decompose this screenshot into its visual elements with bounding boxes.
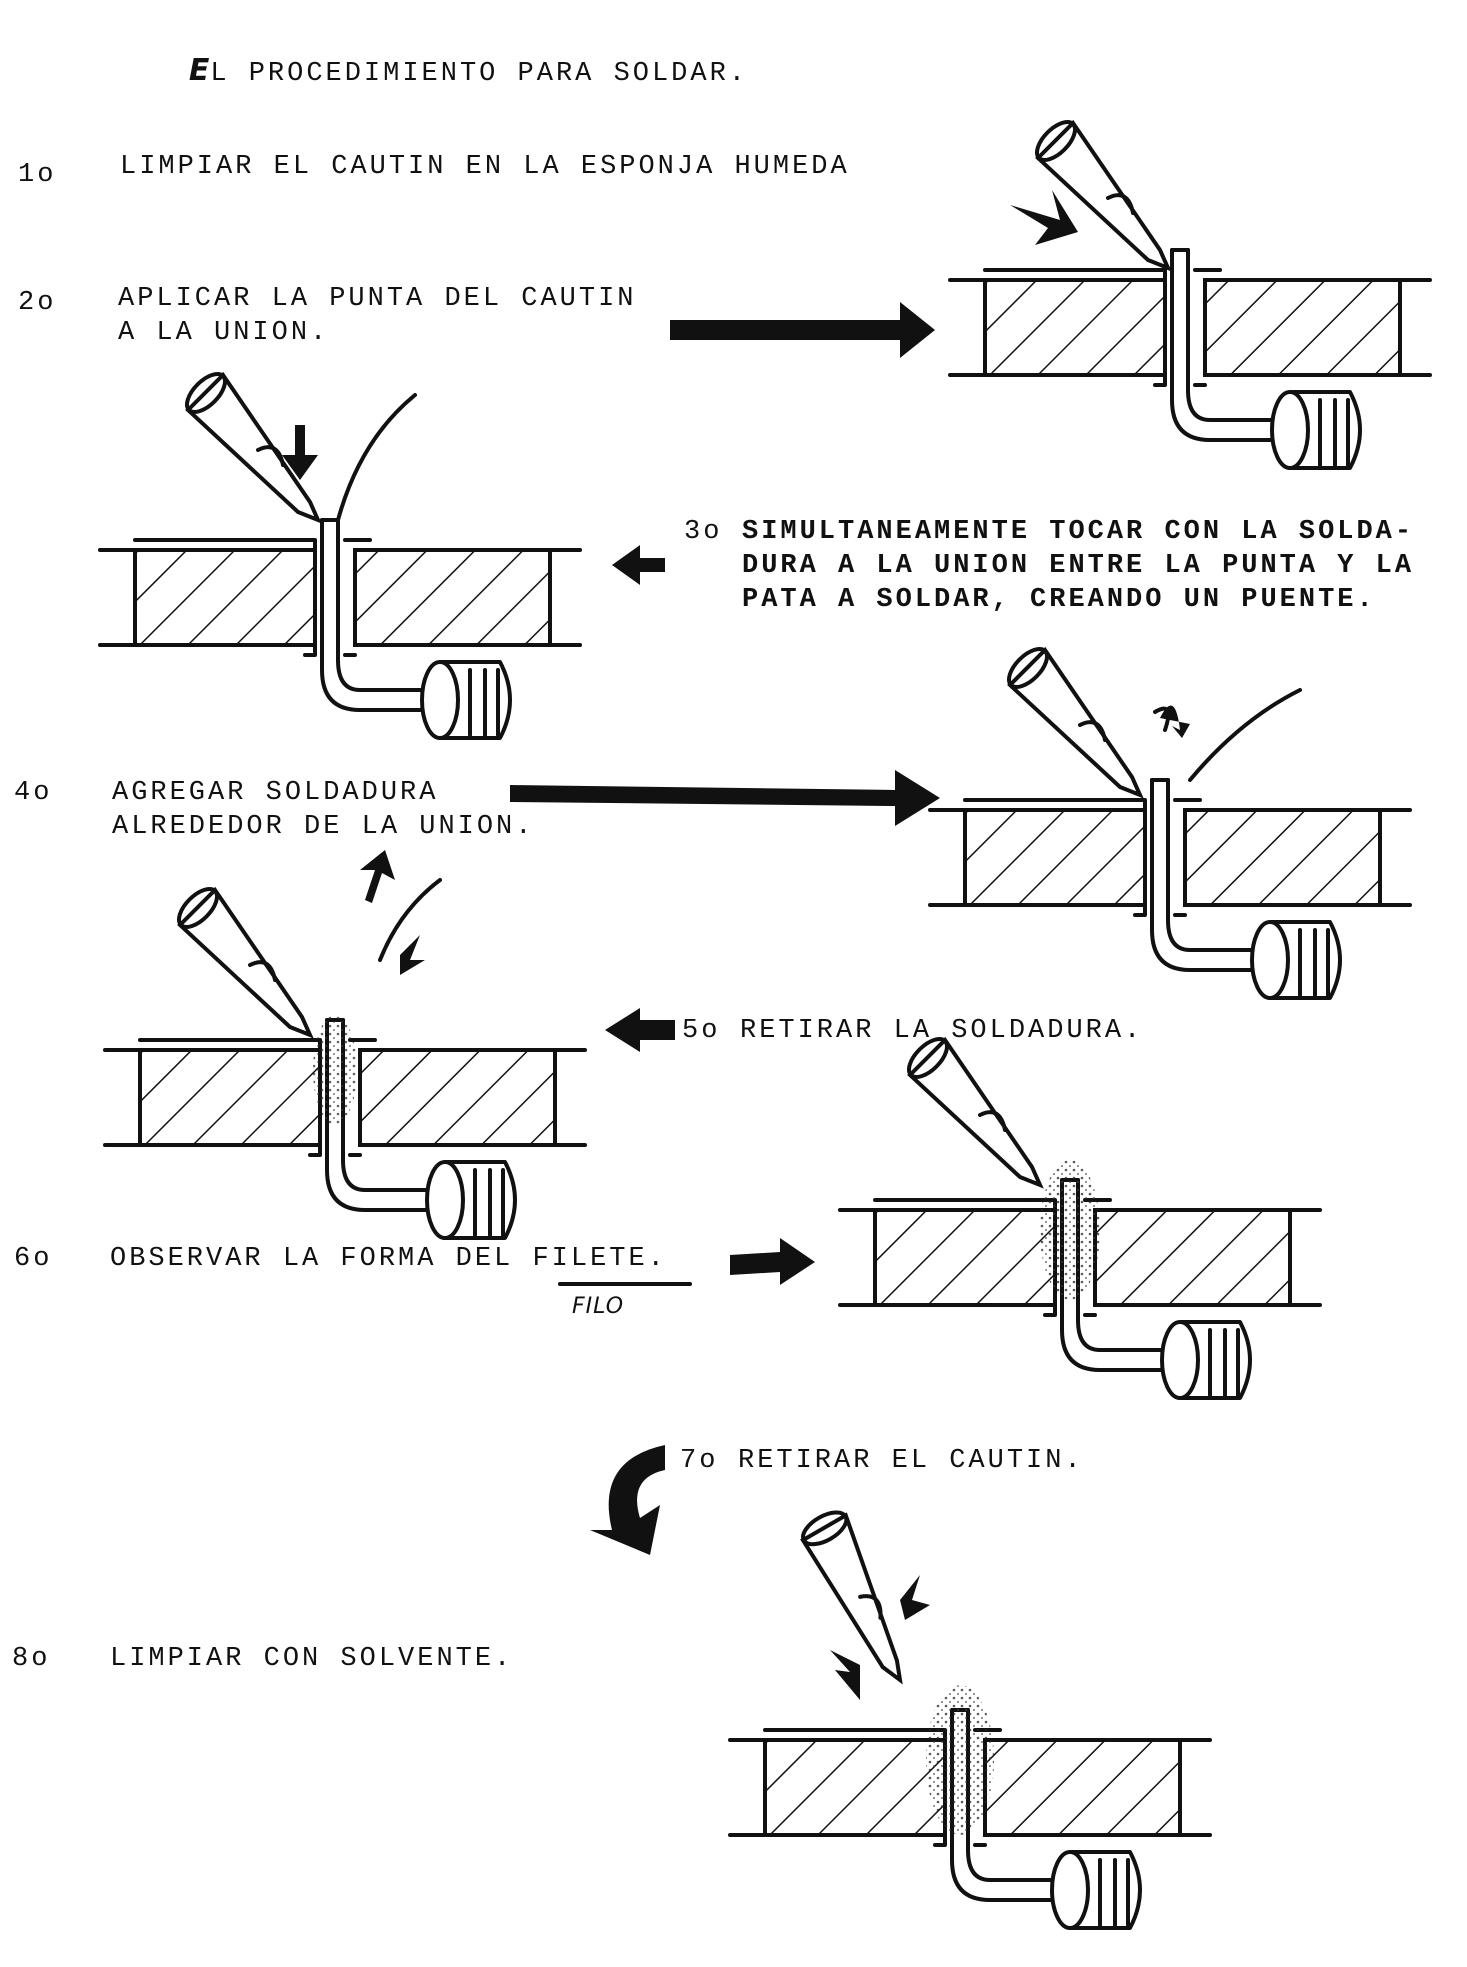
up-right-arrow-icon xyxy=(900,1575,930,1620)
step-2-line-2: A LA UNION. xyxy=(118,318,330,348)
step-4-line-1: AGREGAR SOLDADURA xyxy=(112,778,439,808)
right-arrow-step-6 xyxy=(730,1238,815,1285)
title-text: L PROCEDIMIENTO PARA SOLDAR. xyxy=(210,59,748,89)
title-handwritten-mark: E xyxy=(188,53,211,88)
step-6-text: OBSERVAR LA FORMA DEL FILETE. xyxy=(110,1244,667,1274)
step-2-line-1: APLICAR LA PUNTA DEL CAUTIN xyxy=(118,284,637,314)
page-title: EL PROCEDIMIENTO PARA SOLDAR. xyxy=(112,20,748,125)
up-arrow-icon xyxy=(360,850,395,903)
diagram-step-8 xyxy=(728,1495,1212,1930)
step-3-number: 3o xyxy=(684,517,723,547)
step-1-number: 1o xyxy=(18,160,57,190)
up-left-arrow-icon xyxy=(830,1650,860,1700)
right-arrow-step-4 xyxy=(510,770,940,826)
step-3-line-1: SIMULTANEAMENTE TOCAR CON LA SOLDA- xyxy=(742,517,1415,547)
step-2-number: 2o xyxy=(18,288,57,318)
curved-arrow-icon xyxy=(590,1445,665,1555)
diagram-step-4 xyxy=(928,640,1412,1000)
step-6-number: 6o xyxy=(14,1244,53,1274)
diagram-step-3 xyxy=(98,365,582,740)
left-arrow-step-5 xyxy=(605,1008,675,1052)
diagram-step-5 xyxy=(103,880,587,1240)
diagram-step-6 xyxy=(838,1030,1322,1400)
handwritten-note: FILO xyxy=(572,1294,625,1319)
step-3-line-3: PATA A SOLDAR, CREANDO UN PUENTE. xyxy=(742,585,1376,615)
step-8-text: LIMPIAR CON SOLVENTE. xyxy=(110,1644,514,1674)
step-3-line-2: DURA A LA UNION ENTRE LA PUNTA Y LA xyxy=(742,551,1415,581)
step-1-text: LIMPIAR EL CAUTIN EN LA ESPONJA HUMEDA xyxy=(120,152,850,182)
right-arrow-step-2 xyxy=(670,302,935,358)
step-4-number: 4o xyxy=(14,778,53,808)
up-arrow-icon xyxy=(400,935,425,975)
diagram-step-2 xyxy=(948,113,1432,470)
left-arrow-step-3 xyxy=(612,545,665,585)
step-8-number: 8o xyxy=(12,1644,51,1674)
down-arrow-icon xyxy=(1010,190,1078,245)
step-4-line-2: ALREDEDOR DE LA UNION. xyxy=(112,812,535,842)
step-5-text: RETIRAR LA SOLDADURA. xyxy=(740,1016,1144,1046)
down-arrow-icon xyxy=(282,425,318,480)
rotate-arrow-icon xyxy=(1160,705,1190,738)
step-7-number: 7o xyxy=(680,1446,719,1476)
step-5-number: 5o xyxy=(682,1016,721,1046)
step-7-text: RETIRAR EL CAUTIN. xyxy=(738,1446,1084,1476)
